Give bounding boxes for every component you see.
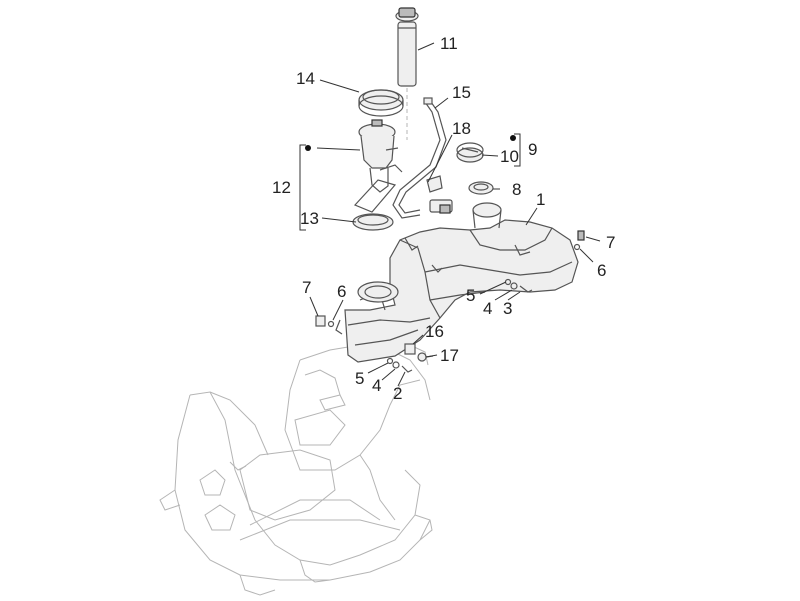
label-9: 9 (528, 140, 537, 159)
callout-labels: 11 14 15 18 9 10 8 12 13 1 7 6 7 6 5 4 3… (272, 34, 615, 403)
label-6-left: 6 (337, 282, 346, 301)
label-6-right: 6 (597, 261, 606, 280)
label-12: 12 (272, 178, 291, 197)
label-11: 11 (440, 34, 458, 53)
label-7-left: 7 (302, 278, 311, 297)
filler-gasket (468, 181, 494, 195)
label-13: 13 (300, 209, 319, 228)
label-17: 17 (440, 346, 459, 365)
bullet-12 (305, 145, 311, 151)
label-14: 14 (296, 69, 315, 88)
fuel-pump (353, 119, 403, 213)
label-7-right: 7 (606, 233, 615, 252)
fuel-level-sender (395, 7, 419, 140)
fuel-hose (392, 97, 453, 219)
fuel-cap (456, 142, 484, 163)
label-1: 1 (536, 190, 545, 209)
label-5-right: 5 (466, 286, 475, 305)
label-16: 16 (425, 322, 444, 341)
lock-ring (358, 89, 404, 117)
pump-seal (352, 213, 394, 231)
label-2: 2 (393, 384, 402, 403)
label-4-right: 4 (483, 299, 492, 318)
bracket-9 (510, 133, 521, 167)
hose-clamp (426, 175, 443, 193)
label-3: 3 (503, 299, 512, 318)
scooter-frame (159, 344, 433, 596)
leader-lines (309, 42, 601, 387)
bullet-9 (510, 135, 516, 141)
label-4-left: 4 (372, 376, 381, 395)
label-18: 18 (452, 119, 471, 138)
label-15: 15 (452, 83, 471, 102)
label-8: 8 (512, 180, 521, 199)
fuel-tank (344, 202, 579, 363)
label-5-left: 5 (355, 369, 364, 388)
bracket-12 (299, 144, 311, 231)
label-10: 10 (500, 147, 519, 166)
